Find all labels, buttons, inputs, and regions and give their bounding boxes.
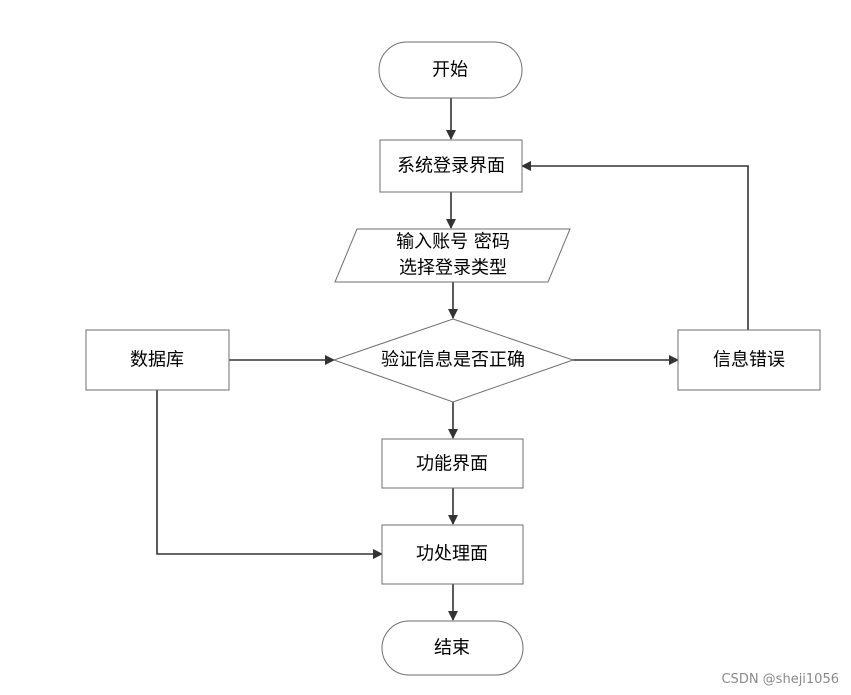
function-screen-node: 功能界面 bbox=[381, 438, 524, 489]
login-screen-label: 系统登录界面 bbox=[397, 156, 505, 177]
processing-screen-label: 功处理面 bbox=[416, 544, 488, 565]
input-label-line1: 输入账号 密码 bbox=[396, 232, 510, 253]
login-screen-node: 系统登录界面 bbox=[379, 139, 523, 193]
watermark: CSDN @sheji1056 bbox=[721, 672, 839, 687]
input-node: 输入账号 密码 选择登录类型 bbox=[334, 228, 571, 283]
processing-screen-node: 功处理面 bbox=[381, 524, 524, 585]
database-node: 数据库 bbox=[85, 329, 230, 391]
start-label: 开始 bbox=[432, 60, 468, 81]
start-node: 开始 bbox=[378, 41, 523, 99]
edge-database-to-processing bbox=[156, 390, 383, 559]
end-label: 结束 bbox=[434, 638, 470, 659]
input-label-line2: 选择登录类型 bbox=[399, 258, 507, 279]
edge-error-to-login bbox=[521, 161, 749, 330]
verify-label: 验证信息是否正确 bbox=[381, 350, 525, 371]
function-screen-label: 功能界面 bbox=[416, 454, 488, 475]
end-node: 结束 bbox=[381, 620, 524, 676]
verify-decision-node: 验证信息是否正确 bbox=[332, 318, 575, 403]
info-error-node: 信息错误 bbox=[677, 329, 821, 391]
database-label: 数据库 bbox=[130, 350, 184, 371]
info-error-label: 信息错误 bbox=[713, 350, 785, 371]
